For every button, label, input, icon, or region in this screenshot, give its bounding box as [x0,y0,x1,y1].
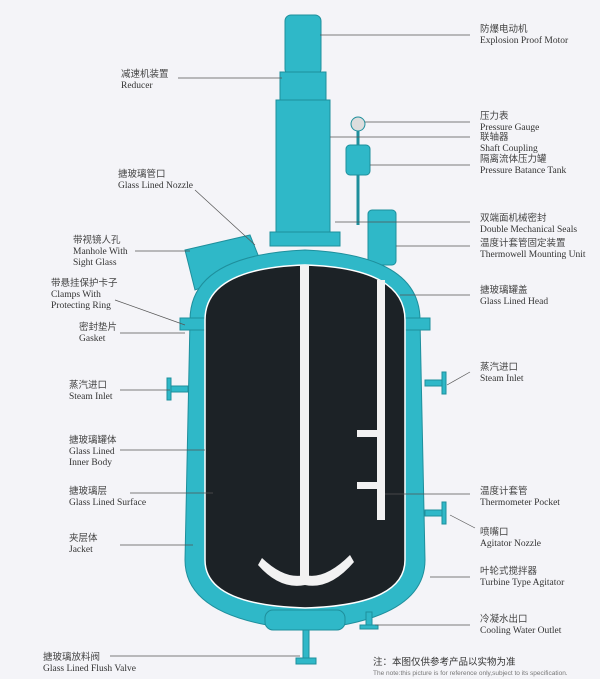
label-en: Glass Lined Flush Valve [43,664,136,674]
label-en: Glass Lined Surface [69,498,147,508]
seal-base [269,231,341,247]
label-zh: 压力表 [480,112,509,122]
label-zh: 隔离流体压力罐 [480,155,547,165]
note-zh: 注：本图仅供参考产品以实物为准 [373,657,516,668]
label-en: Reducer [121,81,153,91]
reducer-body [279,71,327,103]
label-en: Thermowell Mounting Unit [480,250,586,260]
baffle-arm [357,430,379,437]
label-en: Steam Inlet [480,374,524,384]
label-zh: 减速机装置 [121,70,169,80]
label-en: Double Mechanical Seals [480,225,578,235]
label-zh: 搪玻璃放料阀 [43,653,101,663]
thermometer-pocket [377,280,385,520]
steam-inlet-left [169,385,189,393]
label-zh: 叶轮式搅拌器 [480,567,538,577]
label-zh: 蒸汽进口 [69,381,108,391]
thermowell-unit [367,209,397,266]
label-zh: 带悬挂保护卡子 [51,279,118,289]
label-en: Gasket [79,334,106,344]
pressure-balance-tank [345,144,371,176]
label-en: Protecting Ring [51,301,111,311]
pressure-gauge [350,116,366,132]
agitator-nozzle [424,509,444,517]
label-zh: 搪玻璃罐体 [69,436,117,446]
bottom-outlet [264,609,346,631]
leader-lines [110,34,476,657]
note-en: The note:this picture is for reference o… [373,670,568,677]
label-zh: 温度计套管固定装置 [480,239,566,249]
turbine-blade [258,555,354,586]
label-zh: 喷嘴口 [480,528,509,538]
label-en: Steam Inlet [69,392,113,402]
label-en: Agitator Nozzle [480,539,541,549]
label-zh: 带视镜人孔 [73,236,121,246]
cooling-outlet [359,624,379,630]
label-zh: 温度计套管 [480,487,528,497]
label-zh: 密封垫片 [79,323,118,333]
label-en: Glass Lined Head [480,297,549,307]
label-zh: 蒸汽进口 [480,363,519,373]
label-en: Thermometer Pocket [480,498,560,508]
motor [284,14,322,76]
label-en: Inner Body [69,458,113,468]
label-en: Glass Lined Nozzle [118,181,193,191]
label-en: Manhole With [73,247,128,257]
label-en: Sight Glass [73,258,117,268]
label-en: Turbine Type Agitator [480,578,565,588]
label-zh: 搪玻璃层 [69,487,108,497]
label-en: Cooling Water Outlet [480,626,562,636]
label-zh: 搪玻璃管口 [118,170,166,180]
baffle-arm [357,482,379,489]
drive-column [275,99,331,236]
label-en: Shaft Coupling [480,144,538,154]
label-zh: 夹层体 [69,534,98,544]
label-zh: 冷凝水出口 [480,615,528,625]
agitator-shaft [300,265,309,585]
label-en: Pressure Batance Tank [480,166,567,176]
label-en: Jacket [69,545,93,555]
agitator [258,265,385,586]
label-zh: 搪玻璃罐盖 [480,286,528,296]
label-en: Glass Lined [69,447,115,457]
steam-inlet-right [424,379,444,387]
label-zh: 联轴器 [480,133,509,143]
label-zh: 双端面机械密封 [480,214,547,224]
label-zh: 防爆电动机 [480,25,528,35]
label-en: Clamps With [51,290,101,300]
flush-valve [302,629,310,661]
label-en: Explosion Proof Motor [480,36,569,46]
label-en: Pressure Gauge [480,123,540,133]
reference-note: 注：本图仅供参考产品以实物为准 The note:this picture is … [373,657,568,679]
